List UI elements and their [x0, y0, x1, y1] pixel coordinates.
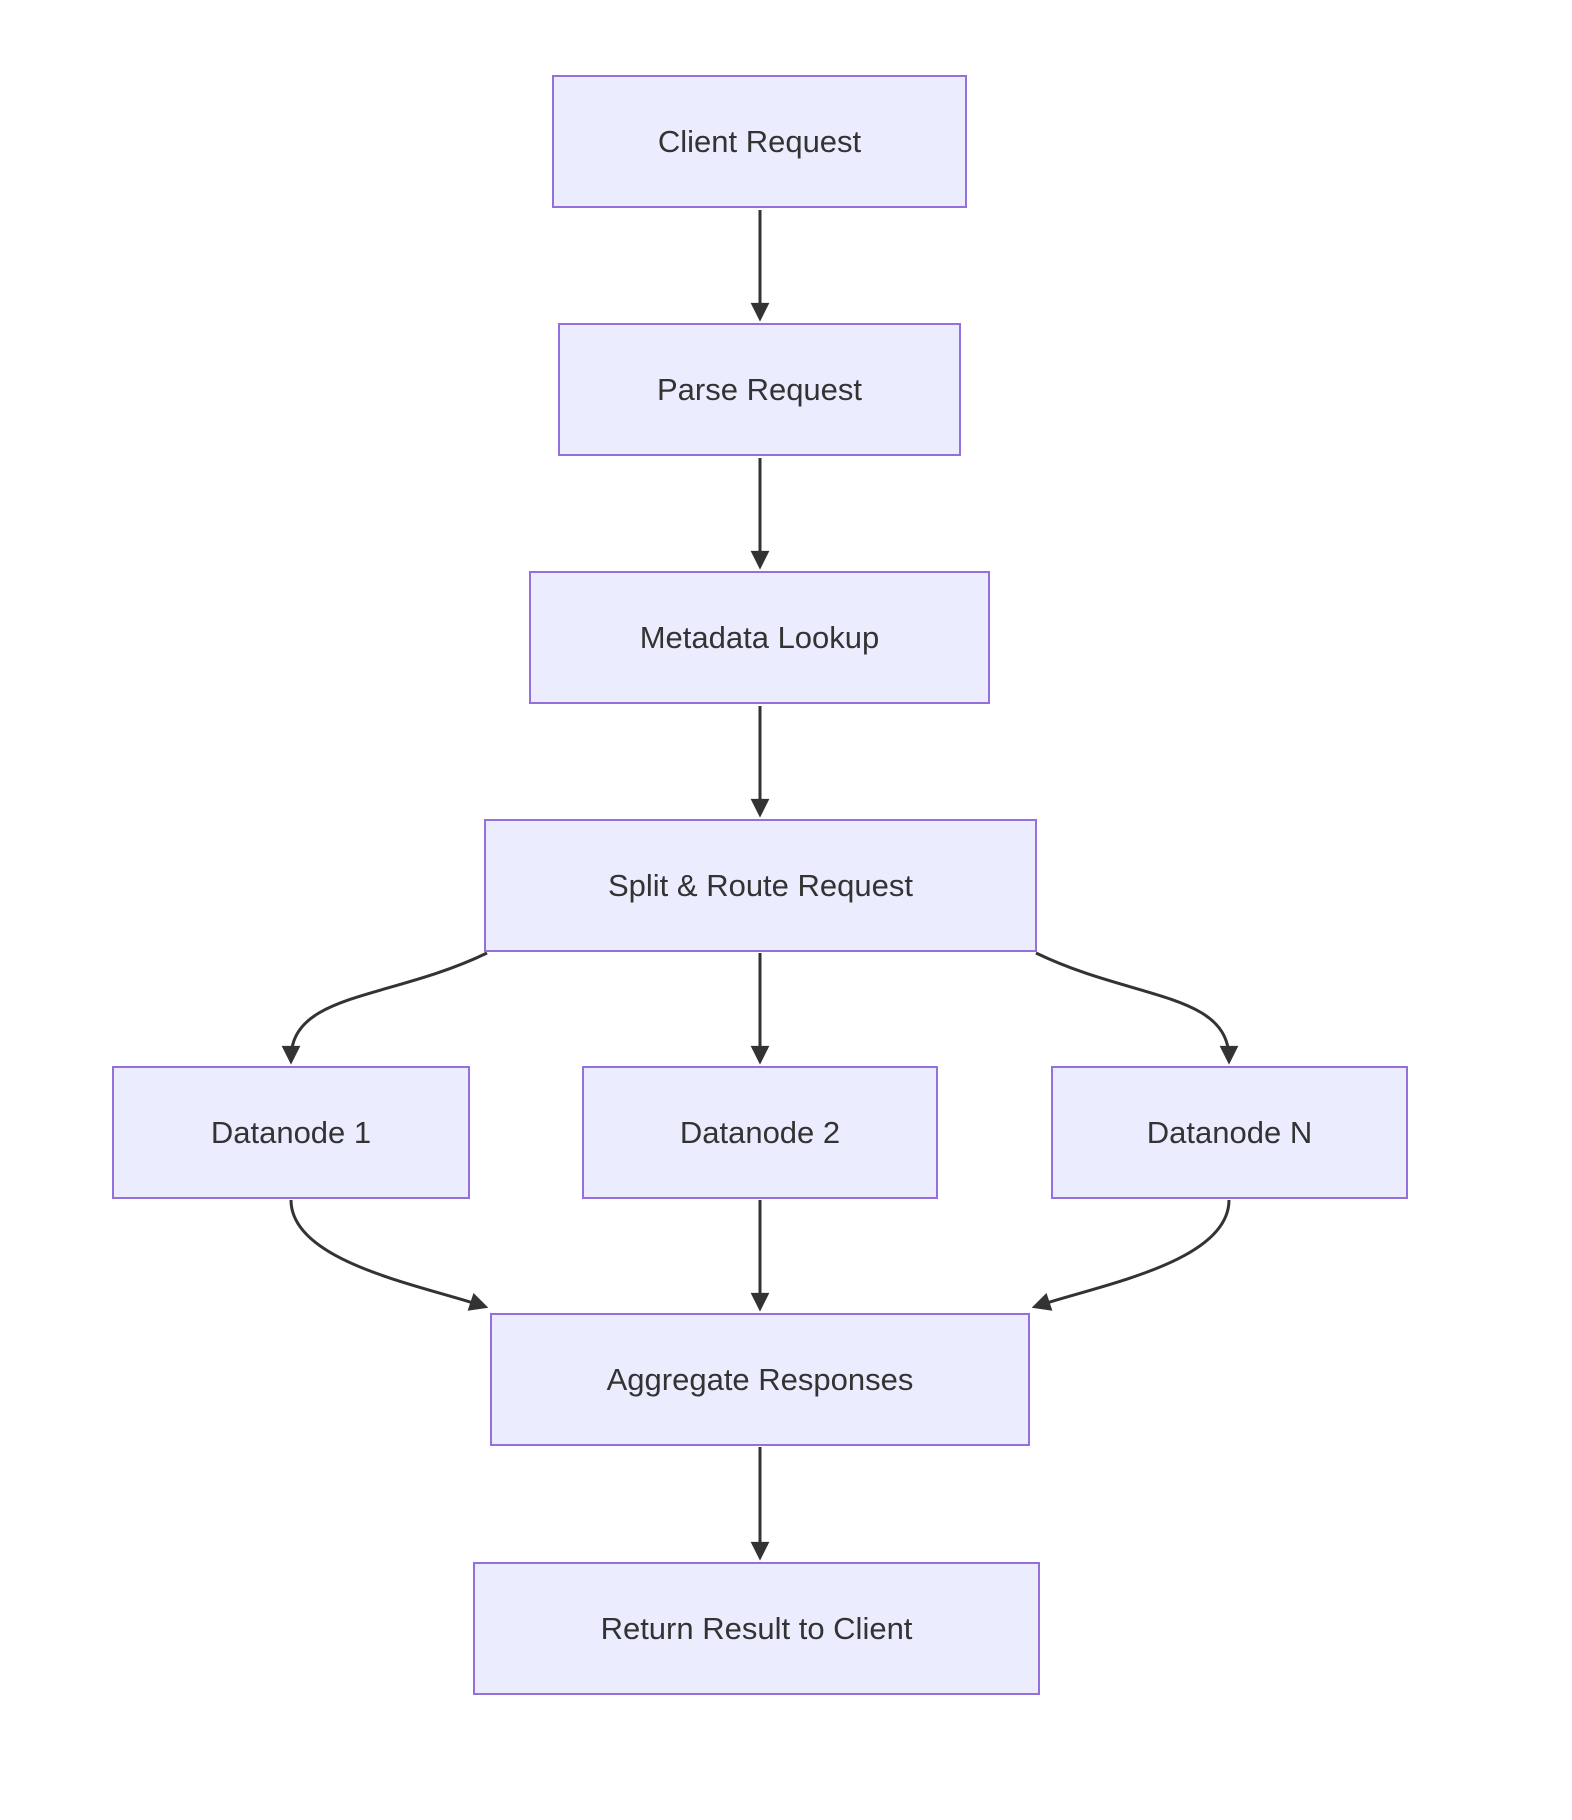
- node-parse-request: Parse Request: [558, 323, 961, 456]
- node-aggregate-responses: Aggregate Responses: [490, 1313, 1030, 1446]
- node-parse-request-label: Parse Request: [656, 371, 863, 407]
- node-aggregate-responses-label: Aggregate Responses: [606, 1361, 914, 1397]
- node-datanode-2-label: Datanode 2: [679, 1114, 841, 1150]
- node-datanode-n-label: Datanode N: [1146, 1114, 1313, 1150]
- node-split-route-request-label: Split & Route Request: [607, 867, 913, 903]
- edge-split-to-datanodeN: [1035, 951, 1239, 1065]
- node-split-route-request: Split & Route Request: [484, 819, 1037, 952]
- node-datanode-n: Datanode N: [1051, 1066, 1408, 1199]
- node-datanode-1: Datanode 1: [112, 1066, 470, 1199]
- node-metadata-lookup-label: Metadata Lookup: [639, 619, 880, 655]
- edge-datanode1-to-aggregate: [289, 1199, 489, 1311]
- node-metadata-lookup: Metadata Lookup: [529, 571, 990, 704]
- node-datanode-2: Datanode 2: [582, 1066, 938, 1199]
- edge-datanodeN-to-aggregate: [1031, 1199, 1231, 1311]
- node-return-result-to-client-label: Return Result to Client: [600, 1610, 913, 1646]
- node-return-result-to-client: Return Result to Client: [473, 1562, 1040, 1695]
- node-client-request-label: Client Request: [657, 123, 862, 159]
- edge-split-to-datanode1: [281, 951, 488, 1065]
- node-datanode-1-label: Datanode 1: [210, 1114, 372, 1150]
- node-client-request: Client Request: [552, 75, 967, 208]
